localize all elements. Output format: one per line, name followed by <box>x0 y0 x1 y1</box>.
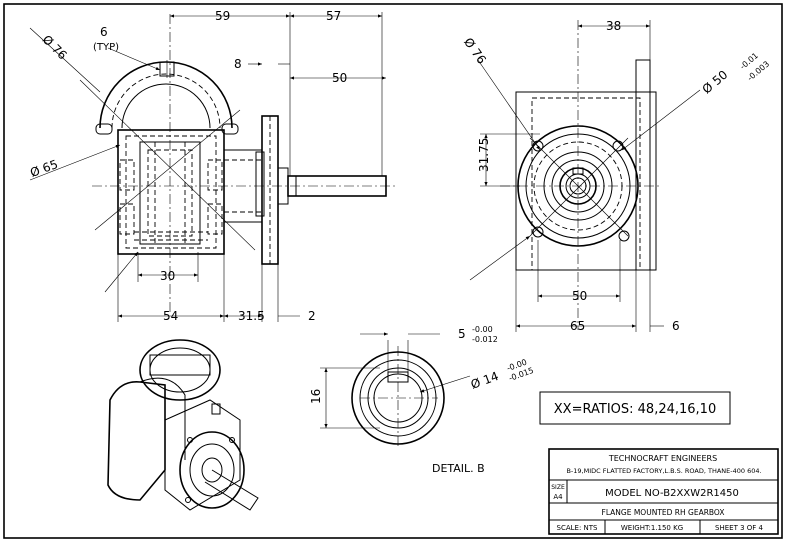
dim-38: 38 <box>606 19 621 33</box>
dim-5: 5 <box>458 327 466 341</box>
sheet-label: SHEET 3 OF 4 <box>715 524 763 532</box>
dim-6: 6 <box>100 25 108 39</box>
dim-dia-65: Ø 65 <box>28 157 60 180</box>
drawing-description: FLANGE MOUNTED RH GEARBOX <box>602 508 725 517</box>
dim-31-75: 31.75 <box>477 138 491 172</box>
isometric-view <box>107 339 259 511</box>
sheet-border <box>3 3 783 539</box>
front-view <box>500 20 660 330</box>
dim-2: 2 <box>308 309 316 323</box>
dims-front-view <box>469 20 701 332</box>
dim-65-front: 65 <box>570 319 585 333</box>
dim-30: 30 <box>160 269 175 283</box>
dim-59: 59 <box>215 9 230 23</box>
ratios-box <box>539 391 731 425</box>
dim-50-shaft: 50 <box>332 71 347 85</box>
dim-dia-76-right: Ø 76 <box>461 35 489 66</box>
dim-57: 57 <box>326 9 341 23</box>
dim-typ: (TYP) <box>93 42 119 53</box>
dim-5-tol-upper: -0.00 <box>472 325 493 334</box>
weight-label: WEIGHT:1.150 KG <box>621 524 683 532</box>
detail-b-label: DETAIL. B <box>432 462 485 475</box>
dim-16: 16 <box>309 389 323 404</box>
side-view <box>79 14 395 312</box>
dim-31-5: 31.5 <box>238 309 265 323</box>
company-name: TECHNOCRAFT ENGINEERS <box>608 454 717 463</box>
dim-50-pcd: 50 <box>572 289 587 303</box>
dim-5-tol-lower: -0.012 <box>472 335 498 344</box>
model-number: MODEL NO-B2XXW2R1450 <box>605 488 739 499</box>
dims-bottom-left <box>104 251 300 322</box>
dim-54: 54 <box>163 309 178 323</box>
company-address: B-19,MIDC FLATTED FACTORY,L.B.S. ROAD, T… <box>566 467 761 475</box>
dim-dia-14: Ø 14 <box>469 369 501 392</box>
dim-dia-76-left: Ø 76 <box>40 32 70 62</box>
title-block <box>548 448 779 535</box>
detail-b-view <box>320 332 471 448</box>
scale-label: SCALE: NTS <box>557 524 599 532</box>
dim-dia-50: Ø 50 <box>700 68 731 97</box>
ratios-text: XX=RATIOS: 48,24,16,10 <box>554 402 716 417</box>
dim-8: 8 <box>234 57 242 71</box>
dim-6-front: 6 <box>672 319 680 333</box>
dims-top-left <box>29 12 386 181</box>
size-value: A4 <box>553 493 563 501</box>
size-label: SIZE <box>551 484 565 491</box>
